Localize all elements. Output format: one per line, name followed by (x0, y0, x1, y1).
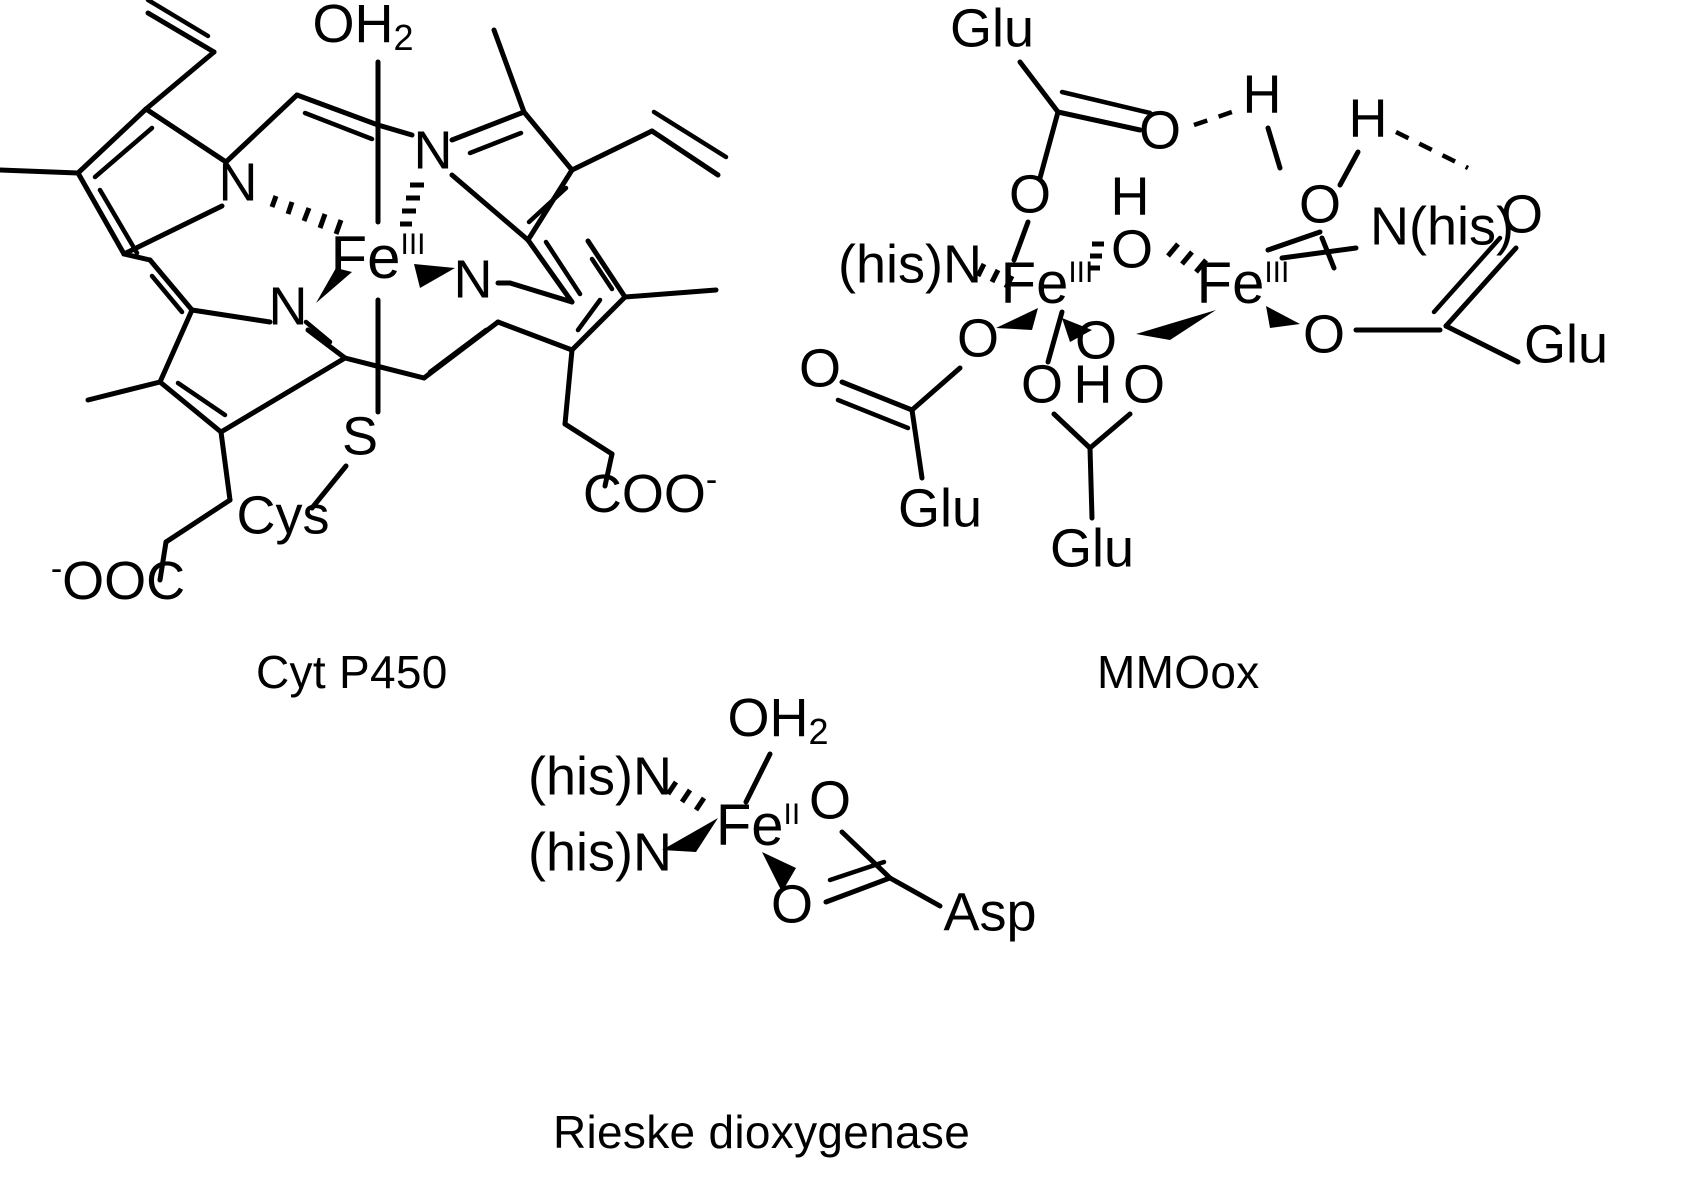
hydroxide-h-upper: H (1111, 166, 1150, 226)
iron-right-label: FeIII (1197, 251, 1290, 316)
rieske-wedge-bond-lower-his (662, 818, 718, 852)
propionate-left-carboxylate: -OOC (51, 550, 185, 611)
cyt-p450-structure: OH2 S Cys FeIII N N N N (0, 0, 729, 611)
rieske-carboxylate-oxygen-lower: O (771, 874, 813, 934)
porphyrin-nitrogen-lower-left: N (269, 276, 308, 336)
wedge-bond-lower-left-n (316, 268, 352, 303)
rieske-hashed-bond-upper-his (665, 780, 707, 812)
oxygen-bottom-right-glu: O (1123, 354, 1165, 414)
iron-left-label: FeIII (1001, 251, 1094, 316)
wedge-bond-right-fe-to-lower-bridging-o (1136, 310, 1216, 340)
rieske-his-nitrogen-lower: (his)N (528, 822, 672, 882)
caption-mmoox: MMOox (1097, 646, 1260, 698)
caption-rieske-dioxygenase: Rieske dioxygenase (553, 1106, 971, 1158)
oxygen-right-water: O (1299, 174, 1341, 234)
rieske-carboxylate-oxygen-upper: O (809, 770, 851, 830)
rieske-his-nitrogen-upper: (his)N (528, 746, 672, 806)
oxygen-right-glu-lower: O (1303, 304, 1345, 364)
wedge-bond-left-fe-to-lower-bridging-o (1062, 318, 1092, 342)
hydrogen-right-upper: H (1349, 88, 1388, 148)
axial-sulfur-label: S (342, 406, 378, 466)
hashed-bond-his-left (975, 262, 1015, 290)
porphyrin-nitrogen-lower-right: N (454, 249, 493, 309)
hydrogen-bond-right (1394, 129, 1470, 171)
hashed-bond-left-fe-to-bridging-o (1088, 241, 1104, 271)
porphyrin-macrocycle (0, 0, 729, 583)
hashed-bond-upper-left-n (269, 195, 344, 235)
hydrogen-top-center: H (1243, 64, 1282, 124)
wedge-bond-left-glu-o (996, 308, 1038, 330)
glu-label-right: Glu (1524, 314, 1608, 374)
propionate-right-carboxylate: COO- (583, 461, 717, 524)
oxygen-left-glu: O (957, 308, 999, 368)
hydroxide-o-upper: O (1111, 219, 1153, 279)
axial-water-label: OH2 (312, 0, 413, 58)
hydrogen-bottom-center: H (1074, 354, 1113, 414)
his-nitrogen-left: (his)N (838, 234, 982, 294)
oxygen-left-glu-carbonyl: O (800, 338, 841, 398)
rieske-dioxygenase-structure: OH2 (his)N (his)N FeII O O Asp (528, 690, 1037, 942)
wedge-bond-right-glu-o (1266, 306, 1300, 328)
oxygen-top-left-bridging: O (1009, 164, 1051, 224)
oxygen-bottom-left-glu: O (1021, 354, 1063, 414)
rieske-asp-residue-label: Asp (943, 882, 1036, 942)
oxygen-right-glu-upper: O (1501, 184, 1543, 244)
oxygen-top-left-carbonyl: O (1139, 100, 1181, 160)
wedge-bond-lower-right-n (414, 264, 455, 288)
rieske-water-label: OH2 (727, 690, 828, 752)
hashed-bond-upper-right-n (400, 182, 424, 227)
hydrogen-bond-carbonyl-to-h (1193, 109, 1233, 128)
porphyrin-nitrogen-upper-right: N (414, 120, 453, 180)
glu-label-bottom: Glu (1050, 518, 1134, 578)
glu-label-top-left: Glu (950, 0, 1034, 58)
mmoox-structure: Glu O O H H O H O (his)N FeIII (800, 0, 1608, 578)
rieske-iron-center-label: FeII (716, 793, 800, 858)
rieske-wedge-bond-carboxylate-o (762, 852, 796, 892)
hydroxide-o-lower: O (1075, 310, 1117, 370)
cys-residue-label: Cys (237, 485, 330, 545)
hashed-bond-right-fe-to-bridging-o (1166, 242, 1208, 274)
glu-label-left: Glu (898, 478, 982, 538)
iron-center-label: FeIII (330, 224, 425, 291)
caption-cyt-p450: Cyt P450 (256, 646, 448, 698)
